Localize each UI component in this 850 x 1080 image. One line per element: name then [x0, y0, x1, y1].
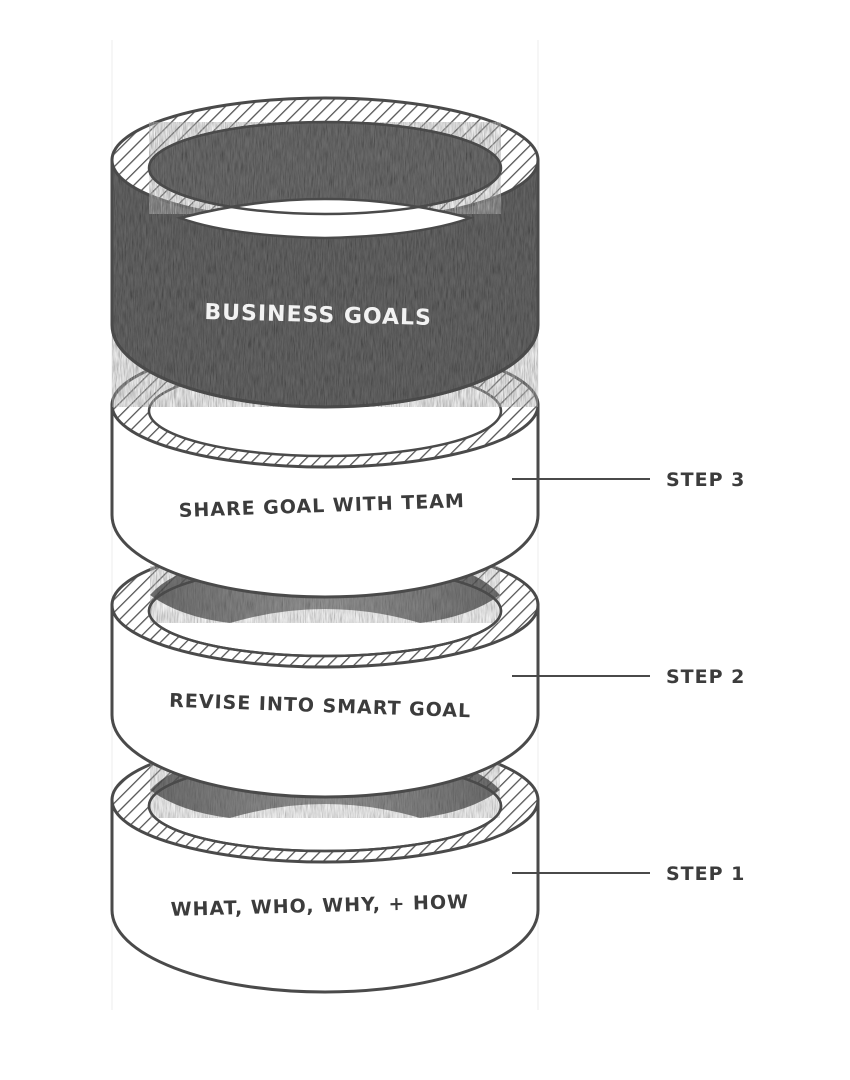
step-callout-1: STEP 1 [512, 863, 745, 885]
step-label-1: STEP 1 [666, 863, 745, 885]
step-callout-3: STEP 3 [512, 469, 745, 491]
step-label-3: STEP 3 [666, 469, 745, 491]
ring-label-business-goals: BUSINESS GOALS [204, 300, 432, 331]
ring-business-goals: BUSINESS GOALS [110, 96, 540, 409]
step-label-2: STEP 2 [666, 666, 745, 688]
step-callout-2: STEP 2 [512, 666, 745, 688]
